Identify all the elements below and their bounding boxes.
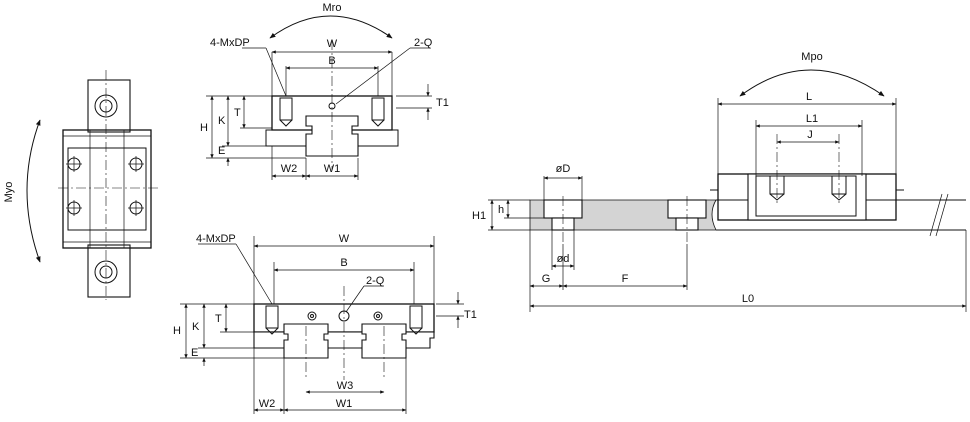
- bottom-k-label: K: [192, 321, 200, 333]
- side-od-label: øD: [556, 163, 571, 175]
- bottom-h-label: H: [173, 325, 181, 337]
- top-w-label: W: [327, 38, 338, 50]
- bottom-w3-label: W3: [337, 380, 354, 392]
- top-w2-label: W2: [281, 163, 298, 175]
- myo-label: Myo: [3, 182, 15, 203]
- top-e-label: E: [218, 145, 225, 157]
- side-h1-label: H1: [472, 210, 486, 222]
- side-l1-label: L1: [806, 113, 818, 125]
- side-l-label: L: [806, 91, 812, 103]
- top-q-label: 2-Q: [414, 37, 433, 49]
- bottom-q-label: 2-Q: [366, 275, 385, 287]
- side-j-label: J: [807, 129, 813, 141]
- top-t-label: T: [234, 107, 241, 119]
- mro-label: Mro: [323, 2, 342, 14]
- top-mxdp-label: 4-MxDP: [210, 37, 250, 49]
- side-h-small-label: h: [498, 204, 504, 216]
- bottom-b-label: B: [340, 257, 347, 269]
- bottom-e-label: E: [191, 347, 198, 359]
- bottom-mxdp-label: 4-MxDP: [196, 233, 236, 245]
- side-view: Mpo L L1 J: [472, 51, 967, 312]
- bottom-w2-label: W2: [259, 398, 276, 410]
- bottom-t1-label: T1: [464, 309, 477, 321]
- top-b-label: B: [328, 55, 335, 67]
- side-f-label: F: [622, 273, 629, 285]
- bottom-end-view: W B 4-MxDP 2-Q T1 H K T E W3: [173, 233, 477, 414]
- bottom-t-label: T: [215, 313, 222, 325]
- top-t1-label: T1: [436, 97, 449, 109]
- bottom-w-label: W: [339, 233, 350, 245]
- myo-view: Myo: [3, 70, 158, 300]
- top-w1-label: W1: [324, 163, 341, 175]
- side-g-label: G: [542, 273, 551, 285]
- top-end-view: Mro W B 4-MxDP 2-Q T1: [200, 2, 449, 180]
- top-k-label: K: [218, 115, 226, 127]
- bottom-w1-label: W1: [336, 398, 353, 410]
- side-l0-label: L0: [742, 293, 754, 305]
- mpo-label: Mpo: [801, 51, 822, 63]
- top-h-label: H: [200, 122, 208, 134]
